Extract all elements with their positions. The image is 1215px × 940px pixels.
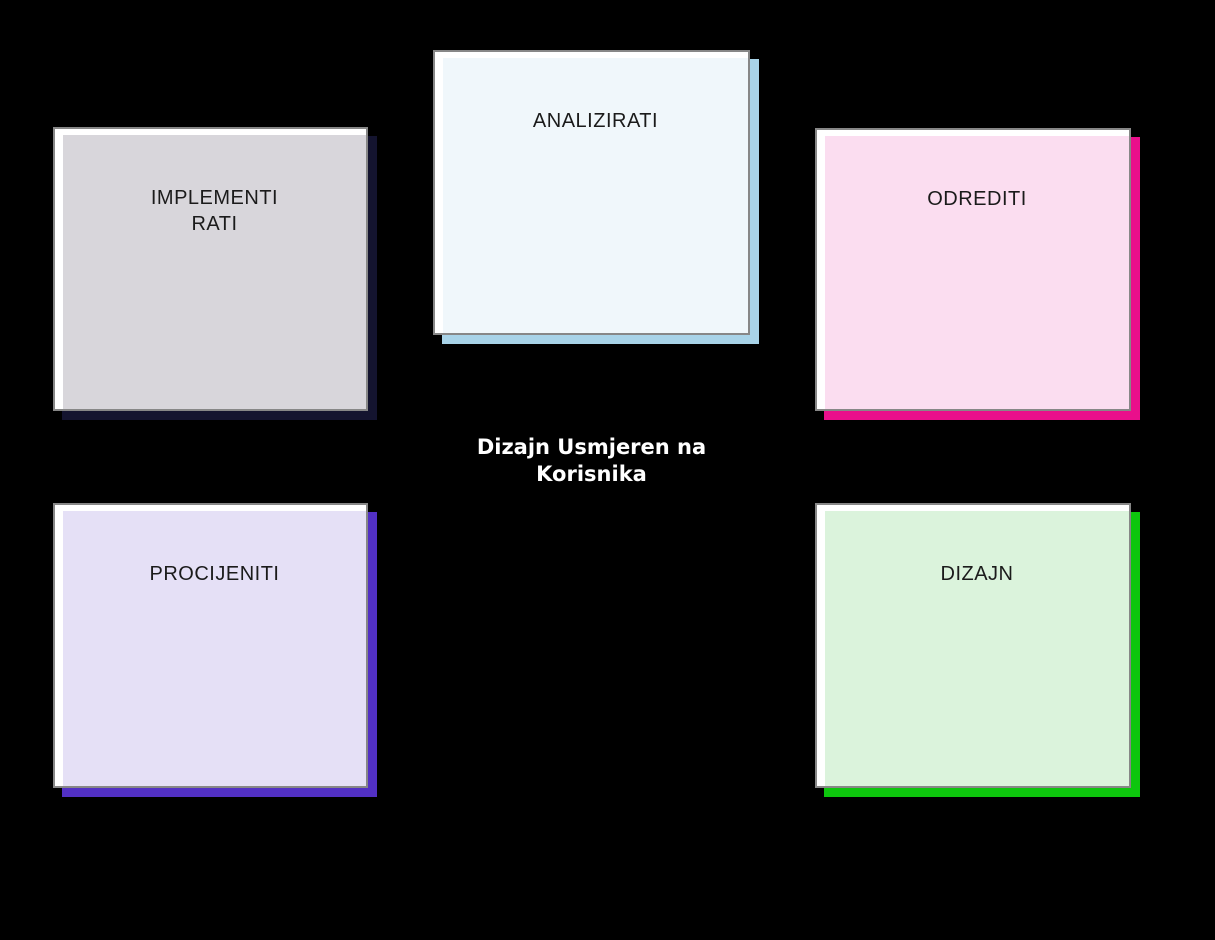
stage-label-procijeniti: PROCIJENITI bbox=[149, 563, 280, 585]
diagram-title: Dizajn Usmjeren na Korisnika bbox=[476, 435, 707, 486]
odrediti-fill: ODREDITI bbox=[825, 136, 1129, 409]
stage-box-dizajn: DIZAJN bbox=[815, 503, 1131, 788]
implementirati-fill: IMPLEMENTI RATI bbox=[63, 135, 366, 409]
procijeniti-fill: PROCIJENITI bbox=[63, 511, 366, 786]
dizajn-fill: DIZAJN bbox=[825, 511, 1129, 786]
stage-label-implementirati: IMPLEMENTI RATI bbox=[150, 187, 279, 235]
stage-box-analizirati: ANALIZIRATI bbox=[433, 50, 750, 335]
stage-label-odrediti: ODREDITI bbox=[927, 188, 1027, 210]
stage-box-implementirati: IMPLEMENTI RATI bbox=[53, 127, 368, 411]
stage-implementirati: IMPLEMENTI RATI bbox=[53, 127, 377, 420]
stage-label-analizirati: ANALIZIRATI bbox=[532, 110, 659, 132]
stage-box-odrediti: ODREDITI bbox=[815, 128, 1131, 411]
stage-odrediti: ODREDITI bbox=[815, 128, 1140, 420]
stage-box-procijeniti: PROCIJENITI bbox=[53, 503, 368, 788]
stage-dizajn: DIZAJN bbox=[815, 503, 1140, 797]
analizirati-fill: ANALIZIRATI bbox=[443, 58, 748, 333]
stage-analizirati: ANALIZIRATI bbox=[433, 50, 759, 344]
stage-label-dizajn: DIZAJN bbox=[940, 563, 1014, 585]
stage-procijeniti: PROCIJENITI bbox=[53, 503, 377, 797]
